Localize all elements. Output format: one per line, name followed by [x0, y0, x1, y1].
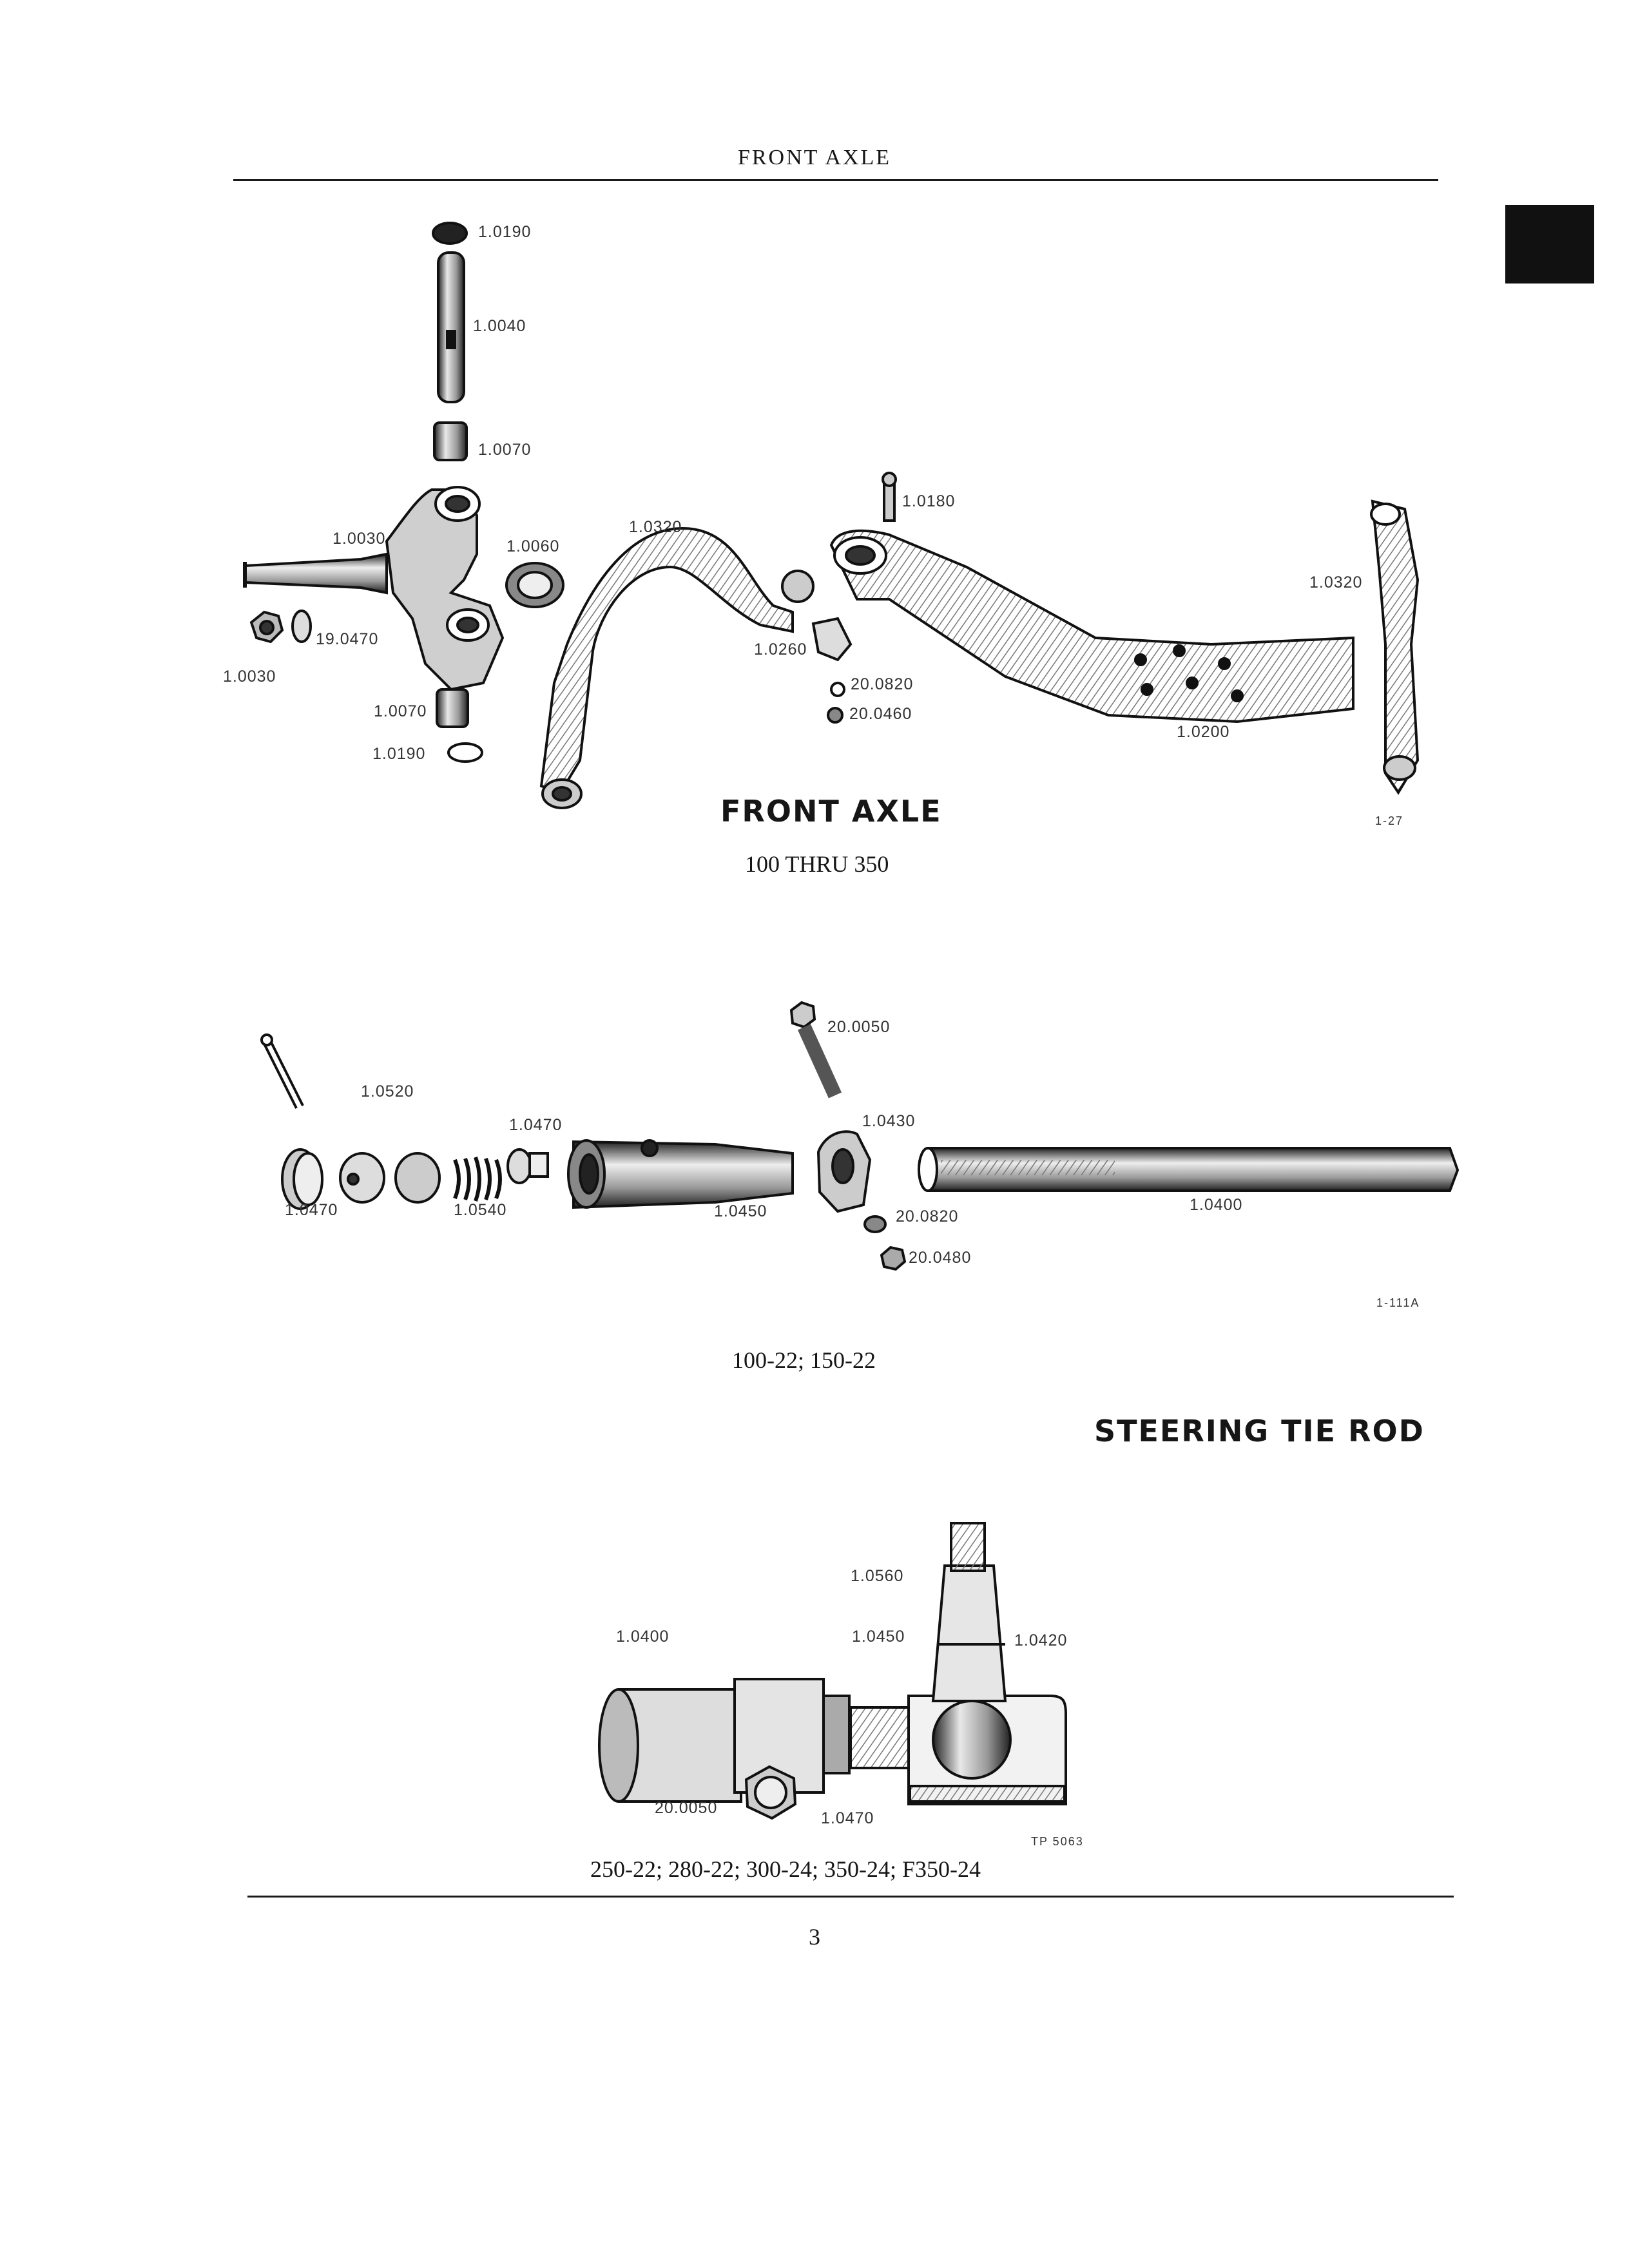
part-label: 1.0320 [629, 518, 682, 536]
figure-ref: 1-111A [1376, 1296, 1420, 1309]
part-label: 1.0400 [616, 1628, 670, 1646]
part-label: 1.0030 [333, 530, 386, 548]
part-label: 1.0470 [509, 1116, 563, 1134]
part-label: 20.0460 [849, 705, 912, 723]
part-label: 1.0070 [374, 702, 427, 720]
part-label: 1.0400 [1190, 1196, 1243, 1214]
tie-rod-b-drawing [598, 1522, 1067, 1820]
tie-rod-b-models: 250-22; 280-22; 300-24; 350-24; F350-24 [590, 1856, 981, 1882]
section-tab-marker [1505, 205, 1594, 284]
front-axle-models: 100 THRU 350 [745, 851, 889, 877]
figure-ref: 1-27 [1375, 814, 1404, 827]
figure-ref: TP 5063 [1031, 1835, 1084, 1848]
part-label: 1.0260 [754, 640, 807, 658]
part-label: 1.0470 [821, 1809, 874, 1827]
front-axle-title: FRONT AXLE [720, 794, 942, 829]
part-label: 1.0520 [361, 1082, 414, 1100]
part-label: 20.0480 [909, 1249, 972, 1267]
part-label: 19.0470 [316, 630, 379, 648]
part-label: 20.0050 [827, 1018, 891, 1036]
footer-rule [247, 1896, 1454, 1898]
part-label: 1.0320 [1309, 573, 1363, 591]
tie-rod-a-drawing [260, 1001, 1460, 1271]
page-number: 3 [809, 1924, 820, 1950]
part-label: 1.0450 [852, 1628, 905, 1646]
part-label: 1.0070 [478, 441, 532, 459]
part-label: 1.0450 [714, 1202, 767, 1220]
part-label: 20.0820 [851, 675, 914, 693]
part-label: 1.0030 [223, 668, 276, 686]
part-label: 1.0060 [506, 537, 560, 555]
part-label: 20.0050 [655, 1799, 718, 1817]
part-label: 1.0430 [862, 1112, 916, 1130]
part-label: 1.0560 [851, 1567, 904, 1585]
front-axle-drawing [243, 222, 1420, 809]
part-label: 1.0540 [454, 1201, 507, 1219]
part-label: 1.0040 [473, 317, 526, 335]
part-label: 20.0820 [896, 1207, 959, 1225]
tie-rod-a-models: 100-22; 150-22 [732, 1347, 876, 1373]
part-label: 1.0470 [285, 1201, 338, 1219]
part-label: 1.0190 [372, 745, 426, 763]
page-header: FRONT AXLE [737, 146, 892, 169]
header-rule [233, 179, 1438, 181]
part-label: 1.0420 [1014, 1631, 1068, 1649]
steering-tie-rod-title: STEERING TIE ROD [1094, 1414, 1425, 1448]
part-label: 1.0200 [1177, 723, 1230, 741]
part-label: 1.0180 [902, 492, 956, 510]
part-label: 1.0190 [478, 223, 532, 241]
